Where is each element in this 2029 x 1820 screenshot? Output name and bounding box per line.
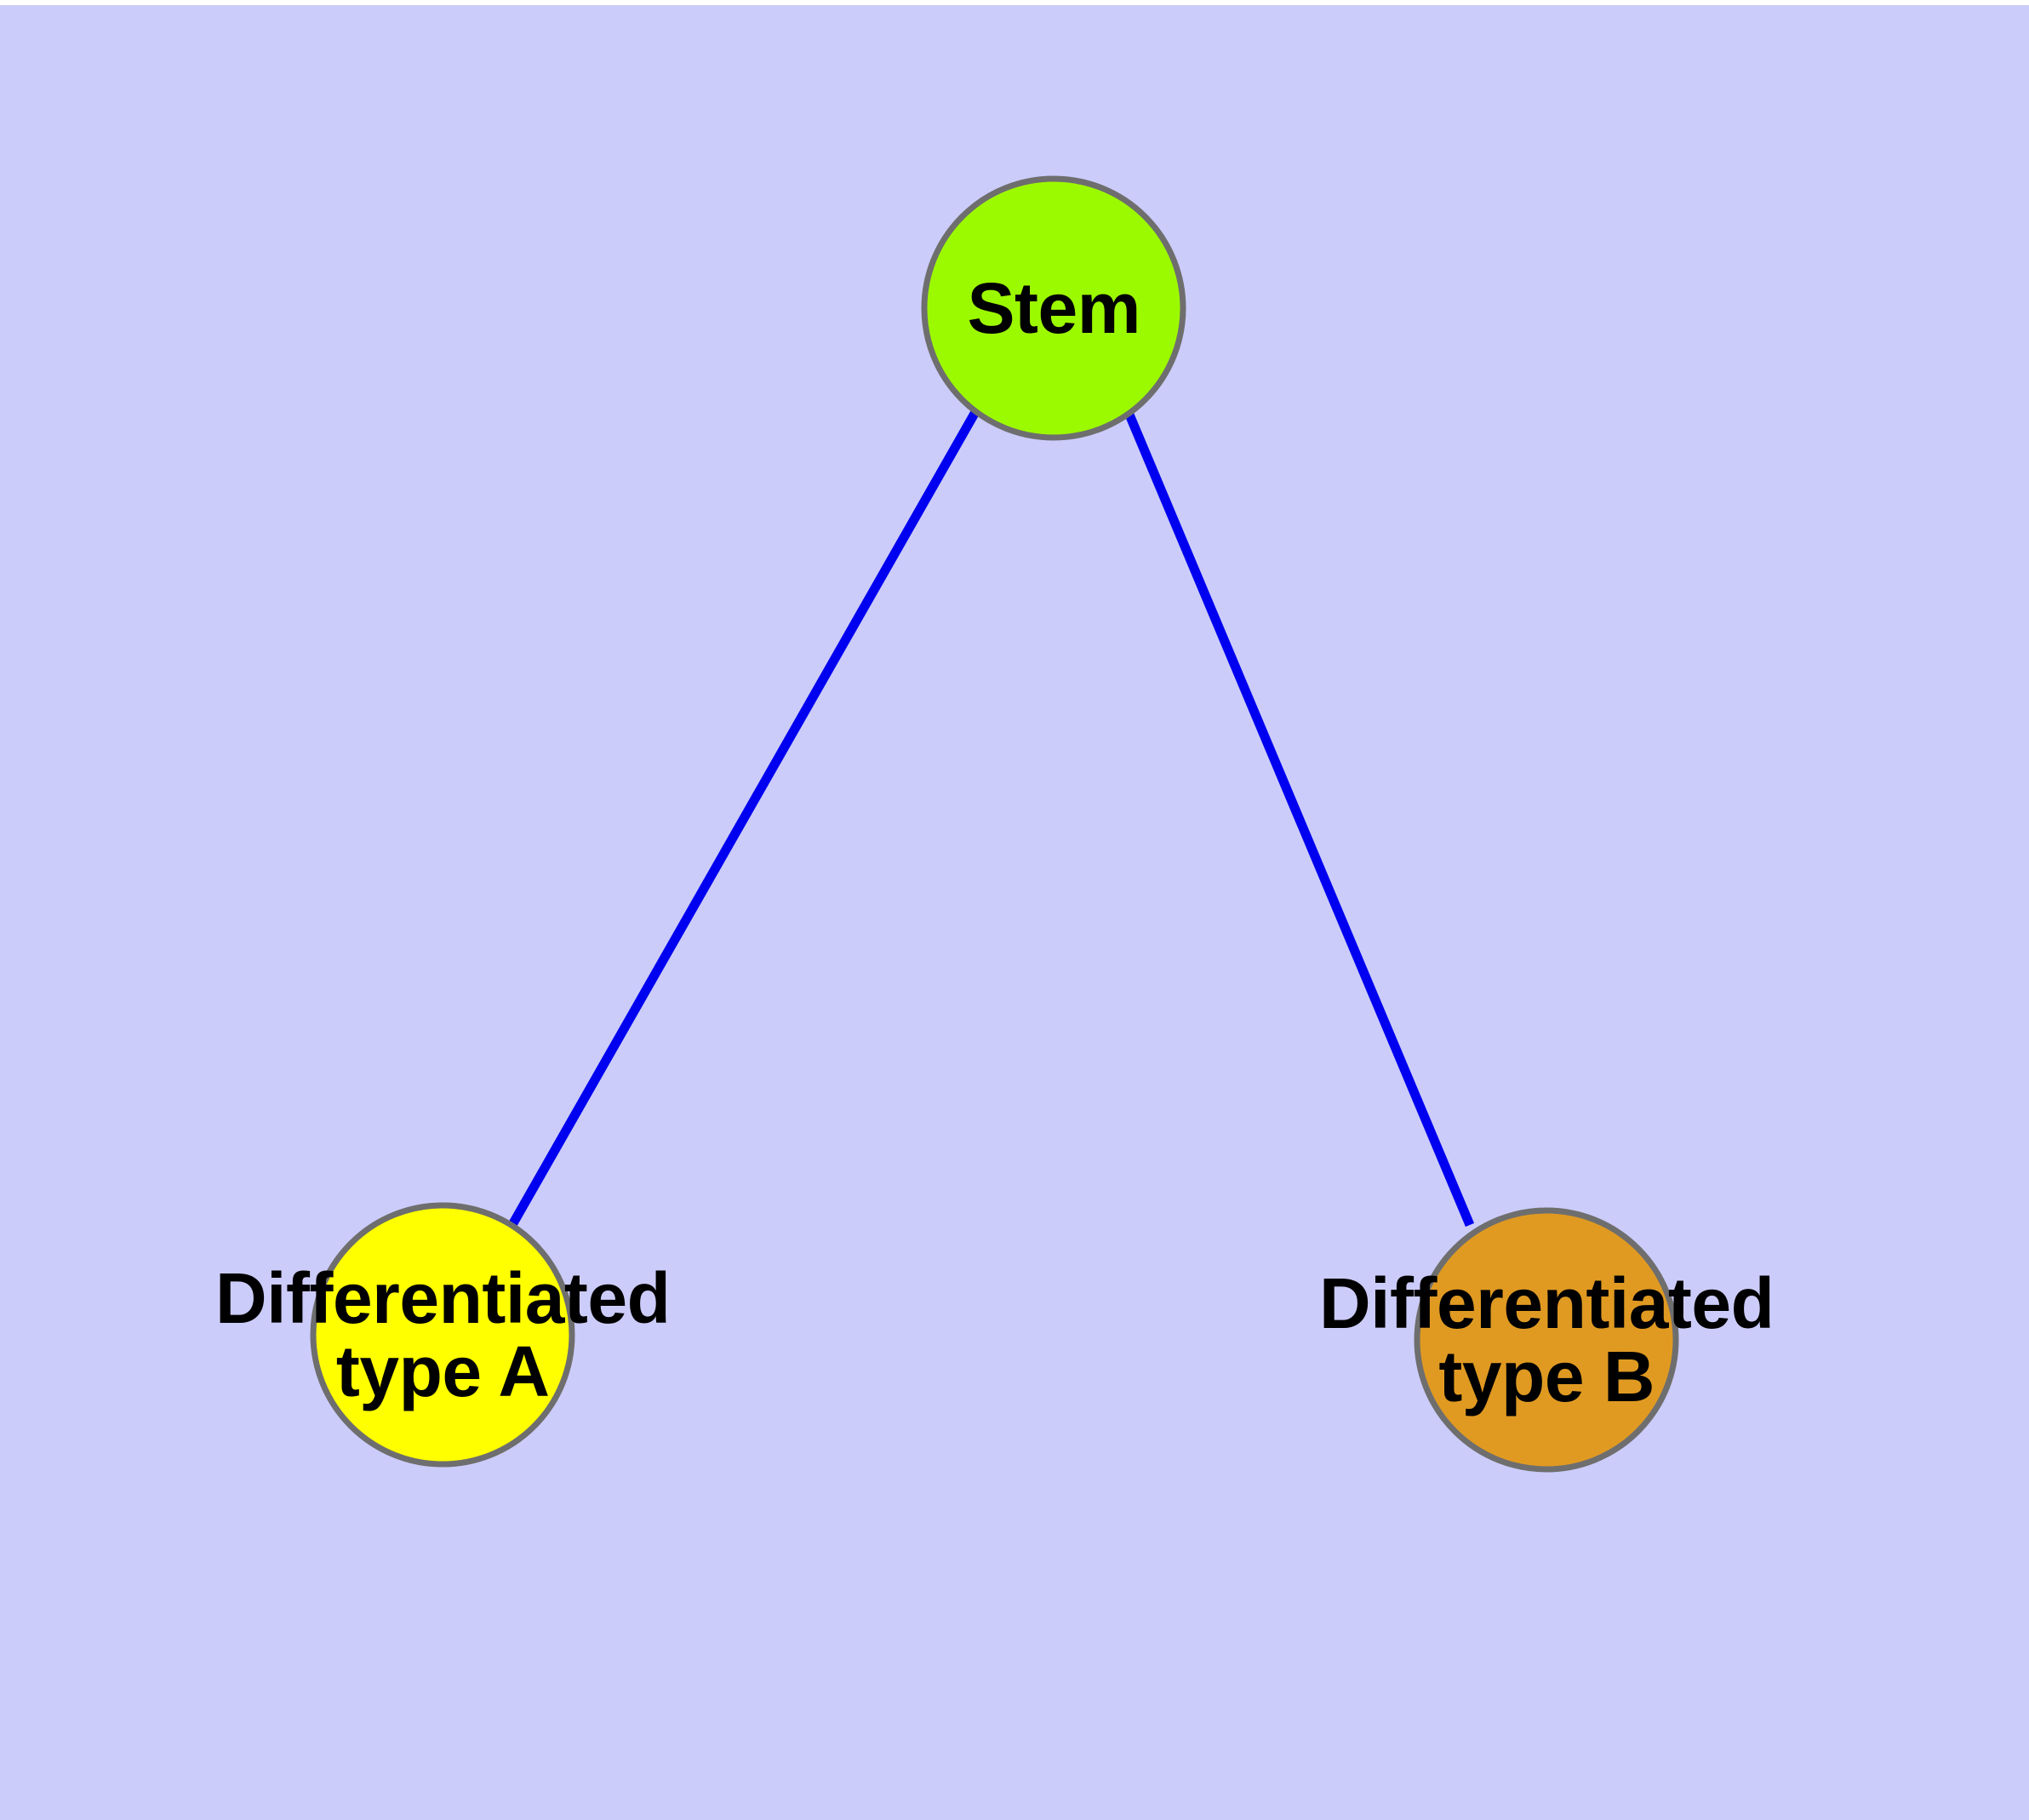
graph-node-diff_a[interactable] <box>310 1202 575 1468</box>
node-layer <box>310 175 1679 1473</box>
edge-layer <box>509 409 1475 1228</box>
node-label-line: type B <box>1438 1336 1655 1417</box>
node-label-line: Differentiated <box>215 1257 671 1338</box>
node-label-stem: Stem <box>967 267 1141 348</box>
graph-node-stem[interactable] <box>921 175 1186 441</box>
graph-node-diff_b[interactable] <box>1414 1207 1679 1473</box>
node-label-line: Differentiated <box>1319 1262 1775 1343</box>
node-label-line: type A <box>335 1331 550 1412</box>
graph-edge-stem-to-diff-a[interactable] <box>509 409 980 1226</box>
graph-edge-stem-to-diff-b[interactable] <box>1124 412 1475 1228</box>
node-label-line: Stem <box>967 267 1141 348</box>
